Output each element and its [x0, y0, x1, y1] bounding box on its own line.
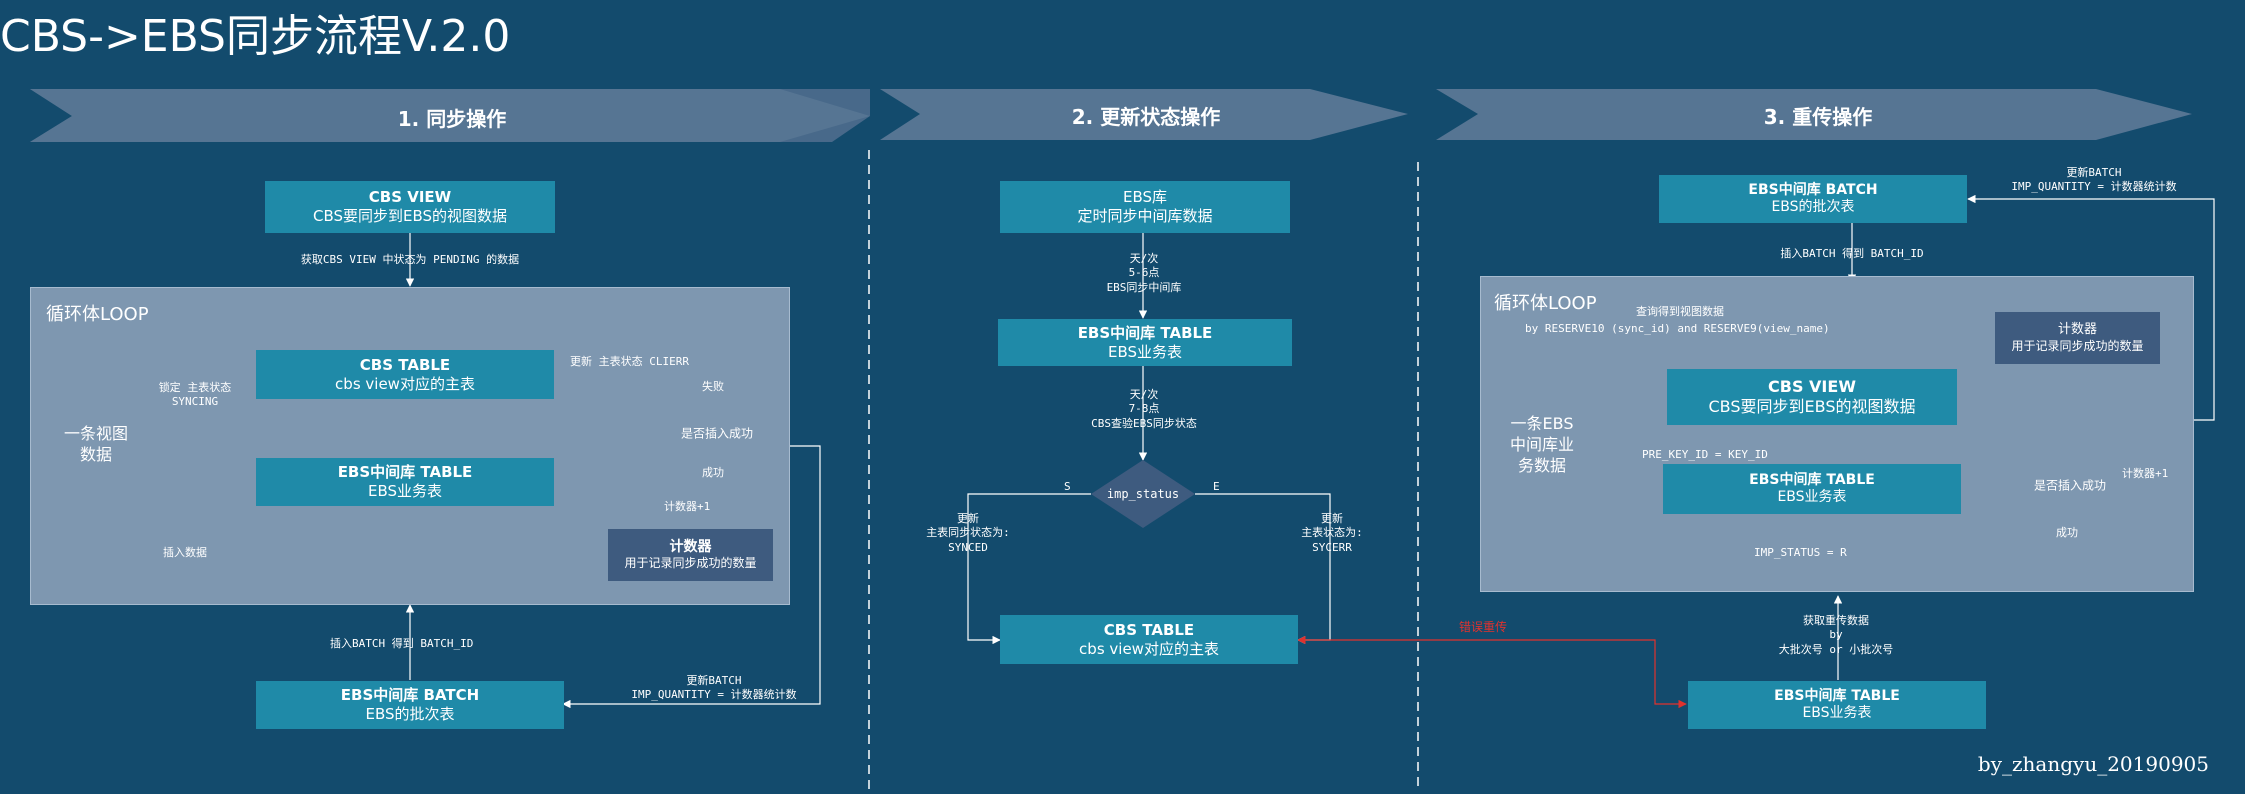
s1-counter-inc-label: 计数器+1	[664, 500, 711, 513]
s3-batch-update-label: 更新BATCH IMP_QUANTITY = 计数器统计数	[2011, 166, 2177, 194]
s1-batch-title: EBS中间库 BATCH	[340, 686, 480, 705]
s1-counter-sub: 用于记录同步成功的数量	[624, 556, 757, 571]
s3-counter-inc-label: 计数器+1	[2122, 467, 2169, 480]
s2-ebs-db-box: EBS库 定时同步中间库数据	[1000, 181, 1290, 233]
s1-doc-text: 一条视图 数据	[63, 424, 129, 464]
s3-success-label: 成功	[2056, 526, 2078, 539]
s2-label-2: 天/次 7-8点 CBS查验EBS同步状态	[1091, 388, 1197, 430]
s3-batch-box: EBS中间库 BATCH EBS的批次表	[1659, 175, 1967, 223]
section-2-label: 2. 更新状态操作	[1071, 105, 1221, 129]
s2-ebs-table-title: EBS中间库 TABLE	[1077, 323, 1213, 342]
s1-cbs-table-box: CBS TABLE cbs view对应的主表	[256, 350, 554, 399]
s2-ebs-db-title: EBS库	[1122, 188, 1168, 207]
s2-right-label: 更新 主表状态为: SYCERR	[1301, 512, 1363, 554]
s3-ebs-table-sub: EBS业务表	[1777, 489, 1847, 505]
s3-ebs-table2-box: EBS中间库 TABLE EBS业务表	[1688, 681, 1986, 729]
banner-section-1-tip	[30, 89, 870, 142]
s3-counter-title: 计数器	[2057, 321, 2097, 337]
s2-s-label: S	[1064, 480, 1071, 493]
s1-batch-update-label: 更新BATCH IMP_QUANTITY = 计数器统计数	[631, 674, 797, 702]
s1-cbs-view-box: CBS VIEW CBS要同步到EBS的视图数据	[265, 181, 555, 233]
s1-ebs-table-sub: EBS业务表	[367, 482, 443, 500]
s2-ebs-table-sub: EBS业务表	[1107, 342, 1183, 361]
s1-batch-sub: EBS的批次表	[365, 705, 455, 723]
s1-cbs-table-title: CBS TABLE	[359, 355, 451, 374]
s2-left-label: 更新 主表同步状态为: SYNCED	[926, 512, 1010, 554]
s3-batch-insert-label: 插入BATCH 得到 BATCH_ID	[1780, 247, 1924, 260]
s3-prekey-label: PRE_KEY_ID = KEY_ID	[1642, 448, 1768, 461]
s1-lock-label: 锁定 主表状态 SYNCING	[158, 381, 232, 409]
banner-section-3	[1436, 89, 2192, 140]
s3-decision-text: 是否插入成功	[2033, 478, 2107, 493]
s3-counter-sub: 用于记录同步成功的数量	[2011, 338, 2144, 353]
s1-counter-box: 计数器 用于记录同步成功的数量	[608, 529, 773, 581]
s2-label-1: 天/次 5-6点 EBS同步中间库	[1106, 252, 1182, 294]
section-1-label: 1. 同步操作	[397, 107, 507, 131]
author-footer: by_zhangyu_20190905	[1977, 752, 2209, 776]
page-title: CBS->EBS同步流程V.2.0	[0, 11, 511, 62]
s2-red-label: 错误重传	[1459, 620, 1508, 634]
s1-batch-box: EBS中间库 BATCH EBS的批次表	[256, 681, 564, 729]
s3-cbs-view-title: CBS VIEW	[1768, 377, 1856, 396]
s3-fetch-label: 获取重传数据 by 大批次号 or 小批次号	[1778, 614, 1894, 656]
s3-query-by-label: by RESERVE10 (sync_id) and RESERVE9(view…	[1525, 322, 1830, 335]
s1-cbs-view-sub: CBS要同步到EBS的视图数据	[312, 207, 508, 225]
s3-cbs-view-box: CBS VIEW CBS要同步到EBS的视图数据	[1667, 369, 1957, 425]
s1-decision-text: 是否插入成功	[680, 426, 754, 441]
s2-e-label: E	[1213, 480, 1220, 493]
s1-update-label: 更新 主表状态 CLIERR	[570, 355, 689, 368]
s1-batch-insert-label: 插入BATCH 得到 BATCH_ID	[330, 637, 474, 650]
s3-cbs-view-sub: CBS要同步到EBS的视图数据	[1708, 397, 1916, 416]
s3-ebs-table2-sub: EBS业务表	[1802, 705, 1872, 721]
s2-decision-text: imp_status	[1106, 487, 1180, 501]
s2-cbs-table-sub: cbs view对应的主表	[1079, 639, 1219, 658]
s1-cbs-table-sub: cbs view对应的主表	[335, 374, 475, 393]
s1-cbs-view-title: CBS VIEW	[368, 188, 452, 207]
banner-section-2	[880, 89, 1408, 140]
s2-cbs-table-box: CBS TABLE cbs view对应的主表	[1000, 615, 1298, 664]
s3-ebs-table-title: EBS中间库 TABLE	[1749, 471, 1875, 488]
s1-fail-label: 失败	[702, 380, 724, 393]
s2-ebs-db-sub: 定时同步中间库数据	[1077, 207, 1213, 225]
s2-cbs-table-title: CBS TABLE	[1103, 620, 1195, 639]
section-3-label: 3. 重传操作	[1763, 105, 1873, 129]
s3-ebs-table2-title: EBS中间库 TABLE	[1774, 687, 1900, 704]
s1-counter-title: 计数器	[669, 539, 712, 556]
s3-doc-text: 一条EBS 中间库业 务数据	[1509, 414, 1575, 475]
s1-ebs-table-box: EBS中间库 TABLE EBS业务表	[256, 458, 554, 506]
s3-query-label: 查询得到视图数据	[1636, 305, 1724, 318]
s2-ebs-table-box: EBS中间库 TABLE EBS业务表	[998, 319, 1292, 366]
s1-success-label: 成功	[702, 466, 724, 479]
s3-counter-box: 计数器 用于记录同步成功的数量	[1995, 312, 2160, 364]
s3-loop-title: 循环体LOOP	[1494, 293, 1597, 314]
s1-loop-title: 循环体LOOP	[46, 304, 149, 325]
s1-insert-label: 插入数据	[163, 546, 207, 559]
s3-ebs-table-box: EBS中间库 TABLE EBS业务表	[1663, 464, 1961, 514]
s1-fetch-label: 获取CBS VIEW 中状态为 PENDING 的数据	[300, 253, 520, 266]
decision-diamond-s2	[1091, 460, 1195, 528]
s3-imp-status-label: IMP_STATUS = R	[1754, 546, 1847, 559]
s3-batch-title: EBS中间库 BATCH	[1748, 181, 1878, 198]
s1-ebs-table-title: EBS中间库 TABLE	[337, 463, 473, 482]
s3-batch-sub: EBS的批次表	[1771, 199, 1855, 215]
